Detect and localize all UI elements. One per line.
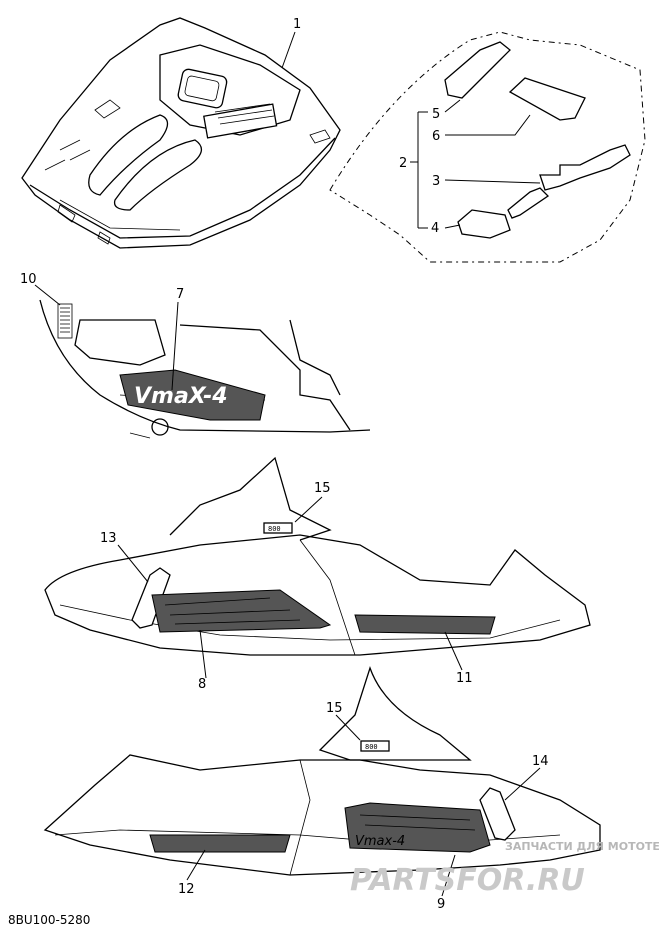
callout-15-top: 15 (314, 481, 331, 496)
callout-9: 9 (437, 897, 445, 912)
watermark: ЗАПЧАСТИ ДЛЯ МОТОТЕХНИКИ PARTSFOR.RU (350, 840, 659, 898)
callout-4: 4 (431, 221, 439, 236)
snowmobile-right-view: 800 (44, 456, 591, 656)
watermark-line1: ЗАПЧАСТИ ДЛЯ МОТОТЕХНИКИ (505, 840, 659, 853)
hood-assembly (21, 17, 341, 249)
callout-8: 8 (198, 677, 206, 692)
side-vmax-text: Vmax-4 (355, 834, 405, 849)
callout-10: 10 (20, 272, 37, 287)
decal-part-8 (151, 589, 332, 633)
callout-2: 2 (399, 156, 407, 171)
callout-12: 12 (178, 882, 195, 897)
diagram-code: 8BU100-5280 (8, 913, 90, 927)
badge-text-top: 800 (268, 525, 281, 533)
callout-5: 5 (432, 107, 440, 122)
vmax-decal-text: VmaX-4 (134, 384, 228, 409)
decal-part-6 (508, 77, 586, 121)
decal-part-7 (119, 369, 266, 421)
decal-part-13 (131, 567, 171, 629)
decal-part-4b (507, 187, 550, 219)
callout-6: 6 (432, 129, 440, 144)
decal-part-12 (149, 834, 291, 853)
callout-15-bottom: 15 (326, 701, 343, 716)
watermark-line2: PARTSFOR.RU (350, 863, 585, 898)
badge-text-bottom: 800 (365, 743, 378, 751)
windshield-decal-panel (329, 31, 646, 263)
badge-part-15-top (263, 522, 293, 534)
callout-7: 7 (176, 287, 184, 302)
decal-part-14 (479, 787, 516, 841)
callout-11: 11 (456, 671, 473, 686)
callout-1: 1 (293, 17, 301, 32)
callout-3: 3 (432, 174, 440, 189)
decal-part-3 (539, 144, 631, 191)
snowmobile-left-view: 800 Vmax-4 (43, 665, 601, 876)
side-panel-assembly: VmaX-4 (39, 299, 371, 439)
decal-part-5 (444, 41, 511, 99)
badge-part-15-bottom (360, 740, 390, 752)
decal-part-4a (457, 209, 511, 239)
callout-13: 13 (100, 531, 117, 546)
decal-part-11 (354, 614, 496, 635)
callout-14: 14 (532, 754, 549, 769)
callout-numbers: 1 2 3 4 5 6 7 8 9 10 11 12 13 14 15 15 (20, 17, 549, 912)
leader-lines (34, 31, 541, 897)
